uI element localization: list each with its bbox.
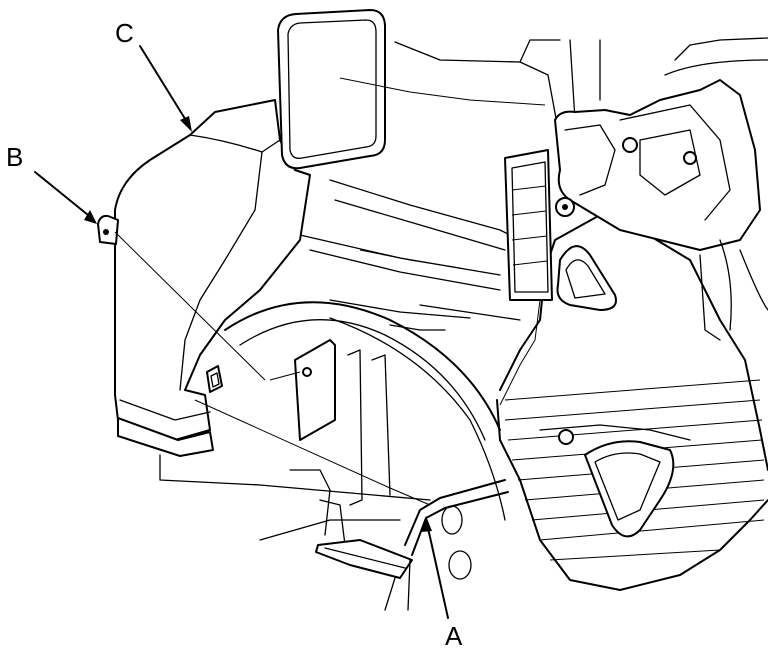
vehicle-body-structure xyxy=(159,39,601,611)
air-duct xyxy=(97,9,546,506)
callout-label-c: C xyxy=(115,18,134,48)
blower-assembly xyxy=(496,37,768,591)
callout-b: B xyxy=(6,142,97,224)
callout-label-b: B xyxy=(6,142,23,172)
callout-c: C xyxy=(115,18,192,132)
callout-a: A xyxy=(421,516,463,651)
callout-label-a: A xyxy=(445,621,463,651)
